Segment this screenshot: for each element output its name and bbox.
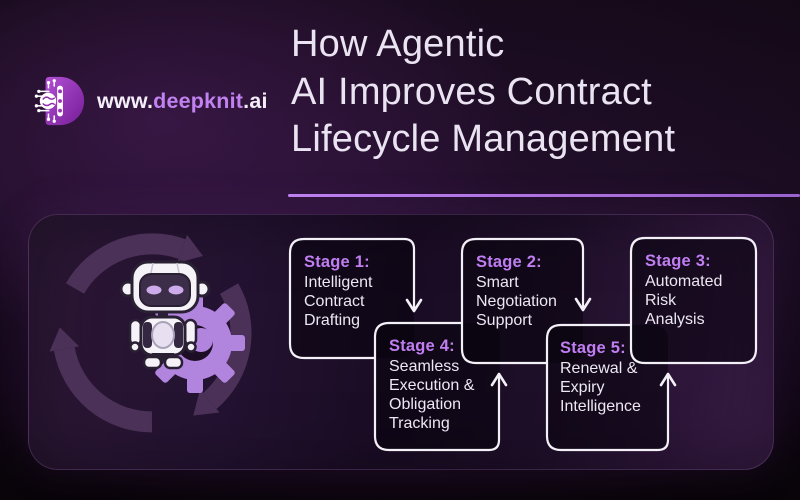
stage-1-text: Stage 1: Intelligent Contract Drafting — [304, 252, 424, 330]
stage-2-text: Stage 2: Smart Negotiation Support — [476, 252, 596, 330]
stage-5-text: Stage 5: Renewal & Expiry Intelligence — [560, 338, 680, 416]
stage-3-text: Stage 3: Automated Risk Analysis — [645, 251, 765, 329]
stage-4-text: Stage 4: Seamless Execution & Obligation… — [389, 336, 509, 433]
stage-4-label: Stage 4: — [389, 337, 455, 355]
stage-3-label: Stage 3: — [645, 252, 711, 270]
stage-1-label: Stage 1: — [304, 253, 370, 271]
stage-2-label: Stage 2: — [476, 253, 542, 271]
stage-5-label: Stage 5: — [560, 339, 626, 357]
